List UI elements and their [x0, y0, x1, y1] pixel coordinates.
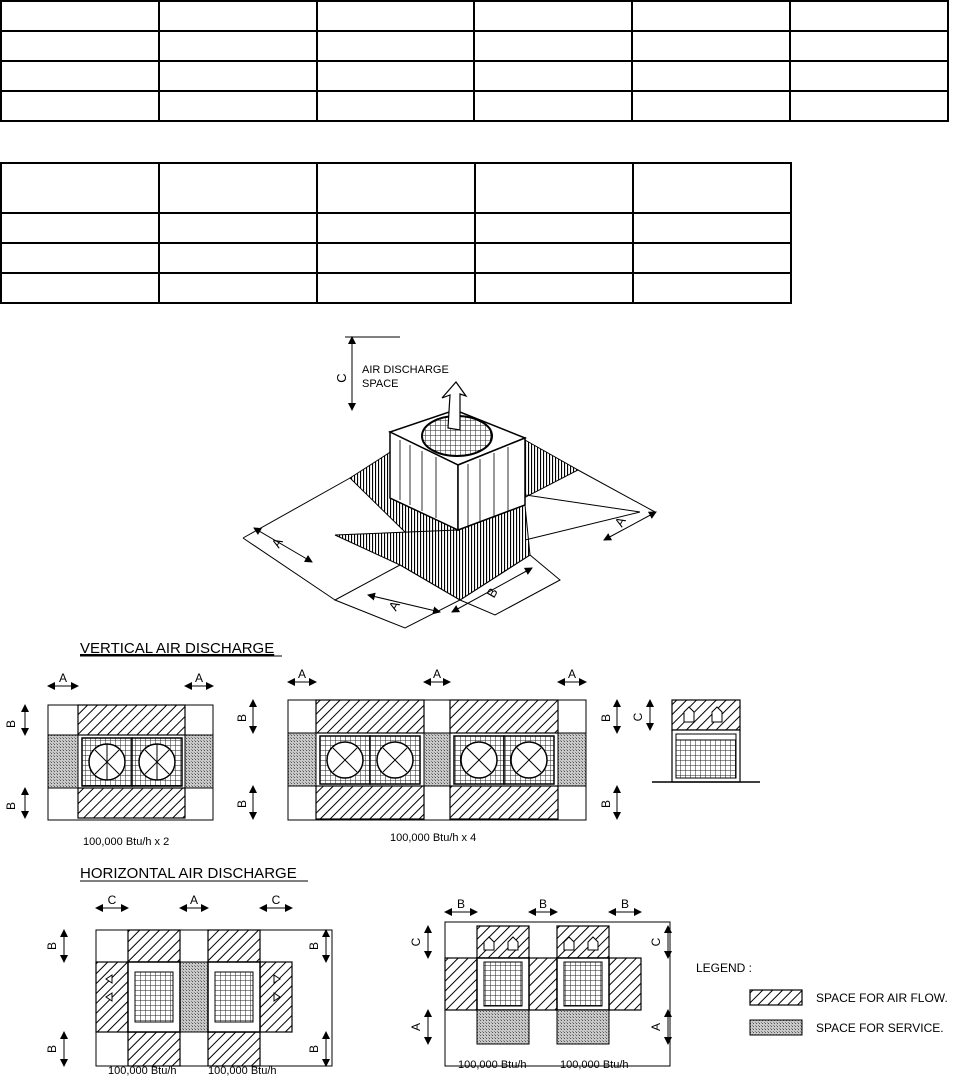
- v4-dim-b-bottom: B: [235, 800, 249, 808]
- v4-dim-b-top-right: B: [599, 714, 613, 722]
- v2-dim-b-top: B: [4, 720, 18, 728]
- h2-dim-c-right: C: [649, 937, 663, 946]
- v2-dim-a-right: A: [195, 671, 203, 685]
- horizontal-title: HORIZONTAL AIR DISCHARGE: [80, 865, 297, 882]
- h2-dim-b-3: B: [621, 897, 629, 911]
- v4-dim-a-1: A: [298, 667, 306, 681]
- v2-dim-a-left: A: [59, 671, 67, 685]
- iso-dim-b: B: [483, 585, 500, 600]
- h1-dim-b-top-right: B: [307, 942, 321, 950]
- h1-dim-b-bottom-left: B: [45, 1045, 59, 1053]
- h2-dim-a-right: A: [649, 1023, 663, 1031]
- spec-table-1: [0, 0, 949, 122]
- v4-dim-b-top: B: [235, 714, 249, 722]
- h2-caption-right: 100,000 Btu/h: [560, 1059, 629, 1071]
- isometric-view: C AIR DISCHARGE SPACE A A A B: [242, 336, 657, 629]
- iso-dim-a-right: A: [611, 514, 628, 529]
- h1-dim-c-left: C: [108, 893, 117, 907]
- h1-dim-a: A: [190, 893, 198, 907]
- vertical-x4-layout: A A A B B B B 100,000 Btu/h x 4: [235, 667, 621, 844]
- h1-caption-right: 100,000 Btu/h: [208, 1065, 277, 1076]
- iso-dim-c: C: [334, 373, 349, 382]
- vertical-x2-layout: A A B B 100,000 Btu/h x 2: [4, 671, 214, 848]
- side-dim-c: C: [631, 712, 645, 721]
- v2-dim-b-bottom: B: [4, 802, 18, 810]
- h2-dim-c-left: C: [409, 937, 423, 946]
- legend-service-swatch: [749, 1019, 803, 1036]
- v2-caption: 100,000 Btu/h x 2: [83, 836, 169, 848]
- v4-dim-b-bottom-right: B: [599, 800, 613, 808]
- h1-dim-c-right: C: [272, 893, 281, 907]
- iso-air-discharge-line2: SPACE: [362, 378, 398, 390]
- h2-dim-b-1: B: [457, 897, 465, 911]
- legend: LEGEND : SPACE FOR AIR FLOW. SPACE FOR S…: [696, 961, 948, 1036]
- h1-dim-b-bottom-right: B: [307, 1045, 321, 1053]
- v4-dim-a-2: A: [433, 667, 441, 681]
- spec-table-2: [0, 162, 792, 304]
- vertical-side-view: C: [631, 699, 760, 783]
- legend-title: LEGEND :: [696, 961, 752, 975]
- iso-air-discharge-line1: AIR DISCHARGE: [362, 364, 449, 376]
- v4-dim-a-3: A: [568, 667, 576, 681]
- iso-dim-a-left: A: [268, 535, 285, 550]
- h1-caption-left: 100,000 Btu/h: [108, 1065, 177, 1076]
- v4-caption: 100,000 Btu/h x 4: [390, 832, 476, 844]
- h2-dim-a-left: A: [409, 1023, 423, 1031]
- legend-air-flow-label: SPACE FOR AIR FLOW.: [816, 991, 948, 1005]
- legend-air-flow-swatch: [749, 989, 803, 1006]
- h1-dim-b-top-left: B: [45, 942, 59, 950]
- horizontal-layout-2: B B B C A C A 100,000 Btu/h 100,000 Btu/…: [409, 897, 672, 1071]
- iso-dim-a-bottom: A: [385, 598, 402, 613]
- vertical-title: VERTICAL AIR DISCHARGE: [80, 640, 274, 657]
- h2-caption-left: 100,000 Btu/h: [458, 1059, 527, 1071]
- horizontal-layout-1: C A C B B B B 100,000 Btu/h 100,000 Btu/…: [45, 893, 333, 1076]
- h2-dim-b-2: B: [539, 897, 547, 911]
- legend-service-label: SPACE FOR SERVICE.: [816, 1021, 944, 1035]
